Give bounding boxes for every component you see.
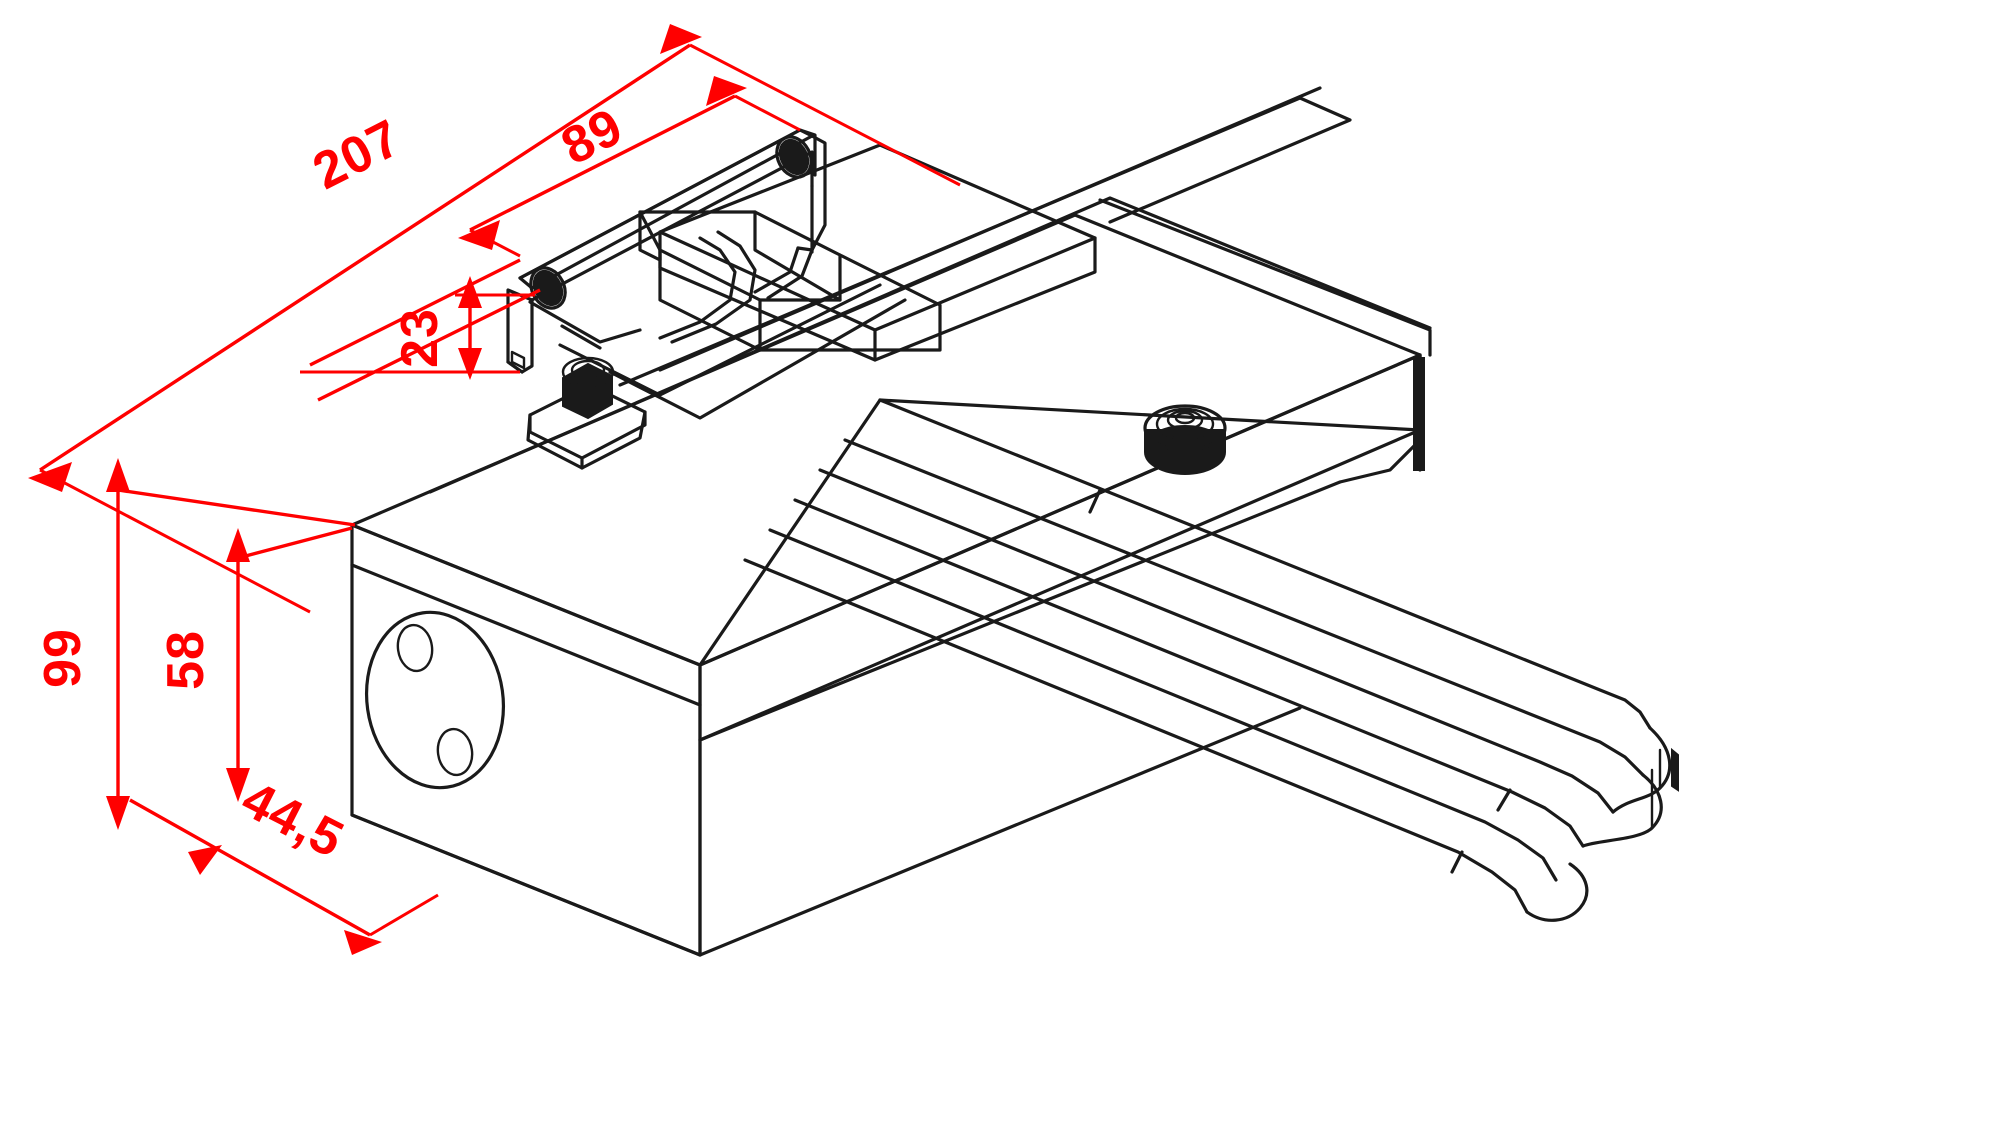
mounting-bracket — [506, 128, 827, 374]
dimension-207 — [28, 24, 961, 614]
dimension-58 — [226, 528, 250, 802]
dimension-labels: 207 89 23 99 58 44,5 — [34, 97, 632, 869]
dimension-label-23: 23 — [391, 308, 449, 368]
dimension-label-207: 207 — [304, 109, 410, 201]
body-top-rails — [618, 86, 1352, 387]
dimension-label-58: 58 — [157, 630, 215, 690]
dimension-23 — [300, 258, 541, 402]
bracket-fixing-hole-far — [778, 138, 810, 176]
bracket-fixing-hole-near — [532, 269, 564, 307]
dimension-label-89: 89 — [552, 97, 632, 176]
dimension-label-44-5: 44,5 — [233, 770, 353, 869]
closer-arm — [743, 398, 1679, 922]
dimension-label-99: 99 — [34, 628, 92, 688]
bracket-fixing-holes — [529, 135, 813, 310]
dimension-99 — [106, 458, 130, 830]
pivot-bolt-hex — [526, 356, 647, 470]
end-cap — [364, 610, 506, 790]
dimension-44-5 — [129, 798, 439, 955]
arm-gusset — [698, 353, 1425, 957]
dimension-leaders — [117, 488, 356, 560]
body-underside-rails — [698, 398, 1302, 850]
closer-body — [350, 196, 1432, 957]
dimension-89 — [458, 76, 801, 258]
